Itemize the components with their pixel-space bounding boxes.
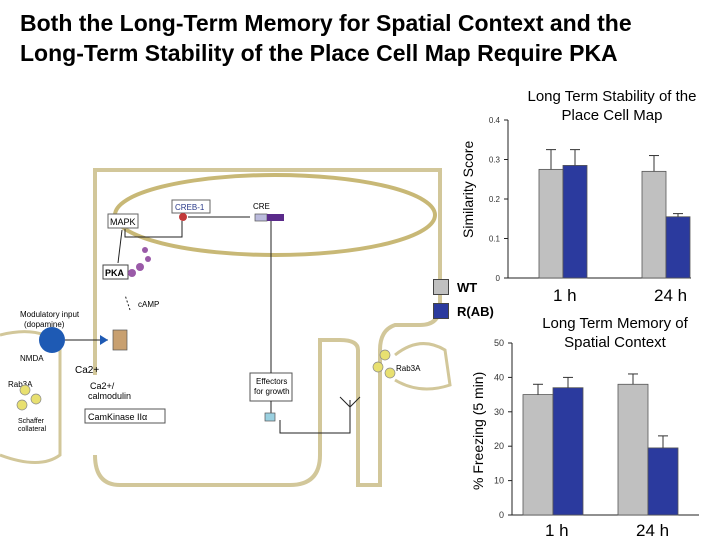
growth-arrowhead [339, 396, 361, 408]
vesicle-4 [379, 349, 391, 361]
chart1-category-1: 1 h [553, 286, 577, 305]
rab3a-right-label: Rab3A [396, 364, 421, 373]
calmodulin-label-1: Ca2+/ [90, 381, 115, 391]
slide-title-line1: Both the Long-Term Memory for Spatial Co… [20, 10, 632, 36]
legend-swatch-rab [433, 303, 449, 319]
chart1-ylabel: Similarity Score [460, 140, 476, 238]
legend-label-rab: R(AB) [457, 303, 494, 319]
y-tick-label: 40 [494, 372, 504, 382]
dopamine-input [39, 327, 65, 353]
legend-item-rab: R(AB) [433, 303, 494, 319]
effectors-label-2: for growth [254, 387, 290, 396]
right-terminal [394, 342, 452, 391]
y-tick-label: 30 [494, 407, 504, 417]
camp-arrow [124, 294, 131, 311]
vesicle-3 [16, 399, 28, 411]
bar-wt-1 [538, 168, 564, 279]
y-tick-label: 0.1 [489, 235, 501, 244]
pka-subunit-2 [136, 263, 144, 271]
chart2-category-2: 24 h [636, 521, 670, 540]
growth-product [264, 412, 276, 422]
dopamine-arrowhead [100, 335, 108, 345]
chart2-title: Long Term Memory of Spatial Context [542, 315, 688, 351]
bar-rab-2 [665, 216, 691, 279]
mapk-label: MAPK [110, 217, 136, 227]
legend-label-wt: WT [457, 279, 478, 295]
effectors-box [249, 372, 293, 402]
pka-label: PKA [105, 268, 125, 278]
rab3a-left-label: Rab3A [8, 380, 33, 389]
y-tick-label: 0 [499, 510, 504, 520]
legend-item-wt: WT [433, 279, 477, 295]
slide-title: Both the Long-Term Memory for Spatial Co… [20, 8, 710, 68]
cre-box-dark [267, 214, 284, 221]
slide-title-line2: Long-Term Stability of the Place Cell Ma… [20, 40, 618, 66]
pka-subunit-4 [145, 256, 151, 262]
receptor [112, 329, 128, 351]
nmda-label: NMDA [20, 354, 44, 363]
neuron-signaling-diagram: MAPK CREB-1 CRE PKA cAMP Modulatory inpu… [0, 168, 452, 487]
pka-box [102, 264, 129, 280]
camkinase-box [84, 408, 166, 424]
neuron-outline [93, 168, 442, 487]
y-tick-label: 0.3 [489, 156, 501, 165]
pka-subunit-3 [142, 247, 148, 253]
calmodulin-label-2: calmodulin [88, 391, 131, 401]
modulatory-label-1: Modulatory input [20, 310, 80, 319]
y-tick-label: 10 [494, 476, 504, 486]
camkinase-label: CamKinase IIα [88, 412, 147, 422]
y-tick-label: 0.2 [489, 195, 501, 204]
y-tick-label: 50 [494, 338, 504, 348]
bar-wt-2 [617, 383, 649, 516]
cre-box-light [254, 213, 268, 222]
bar-rab-1 [552, 387, 584, 516]
camp-label: cAMP [138, 300, 159, 309]
bar-wt-1 [522, 394, 554, 516]
vesicle-1 [19, 384, 31, 396]
effectors-label-1: Effectors [256, 377, 287, 386]
pka-mapk-arrow [117, 229, 123, 264]
creb-box [171, 199, 211, 214]
vesicle-2 [30, 393, 42, 405]
y-tick-label: 20 [494, 441, 504, 451]
presynaptic-terminal [0, 330, 62, 464]
pka-subunit-1 [128, 269, 136, 277]
vesicle-6 [384, 367, 396, 379]
creb-mapk-arrow [124, 221, 183, 238]
bar-rab-1 [562, 165, 588, 279]
mapk-box [107, 213, 139, 229]
y-tick-label: 0.4 [489, 116, 501, 125]
growth-arrow [279, 400, 351, 434]
creb-label: CREB-1 [175, 203, 205, 212]
modulatory-label-2: (dopamine) [24, 320, 65, 329]
bar-wt-2 [641, 170, 667, 279]
chart1-category-2: 24 h [654, 286, 688, 305]
chart1-title: Long Term Stability of the Place Cell Ma… [527, 88, 697, 124]
cre-label: CRE [253, 202, 270, 211]
chart2-plot: 0 10 20 30 40 50 [494, 338, 699, 520]
legend-swatch-wt [433, 279, 449, 295]
chart2-category-1: 1 h [545, 521, 569, 540]
schaffer-label-2: collateral [18, 426, 46, 433]
ca2-label: Ca2+ [75, 365, 99, 376]
chart1-plot: 0 0.1 0.2 0.3 0.4 [489, 116, 691, 283]
vesicle-5 [372, 361, 384, 373]
bar-rab-2 [647, 447, 679, 516]
y-tick-label: 0 [496, 274, 501, 283]
creb-dot [179, 213, 187, 221]
schaffer-label-1: Schaffer [18, 418, 45, 425]
